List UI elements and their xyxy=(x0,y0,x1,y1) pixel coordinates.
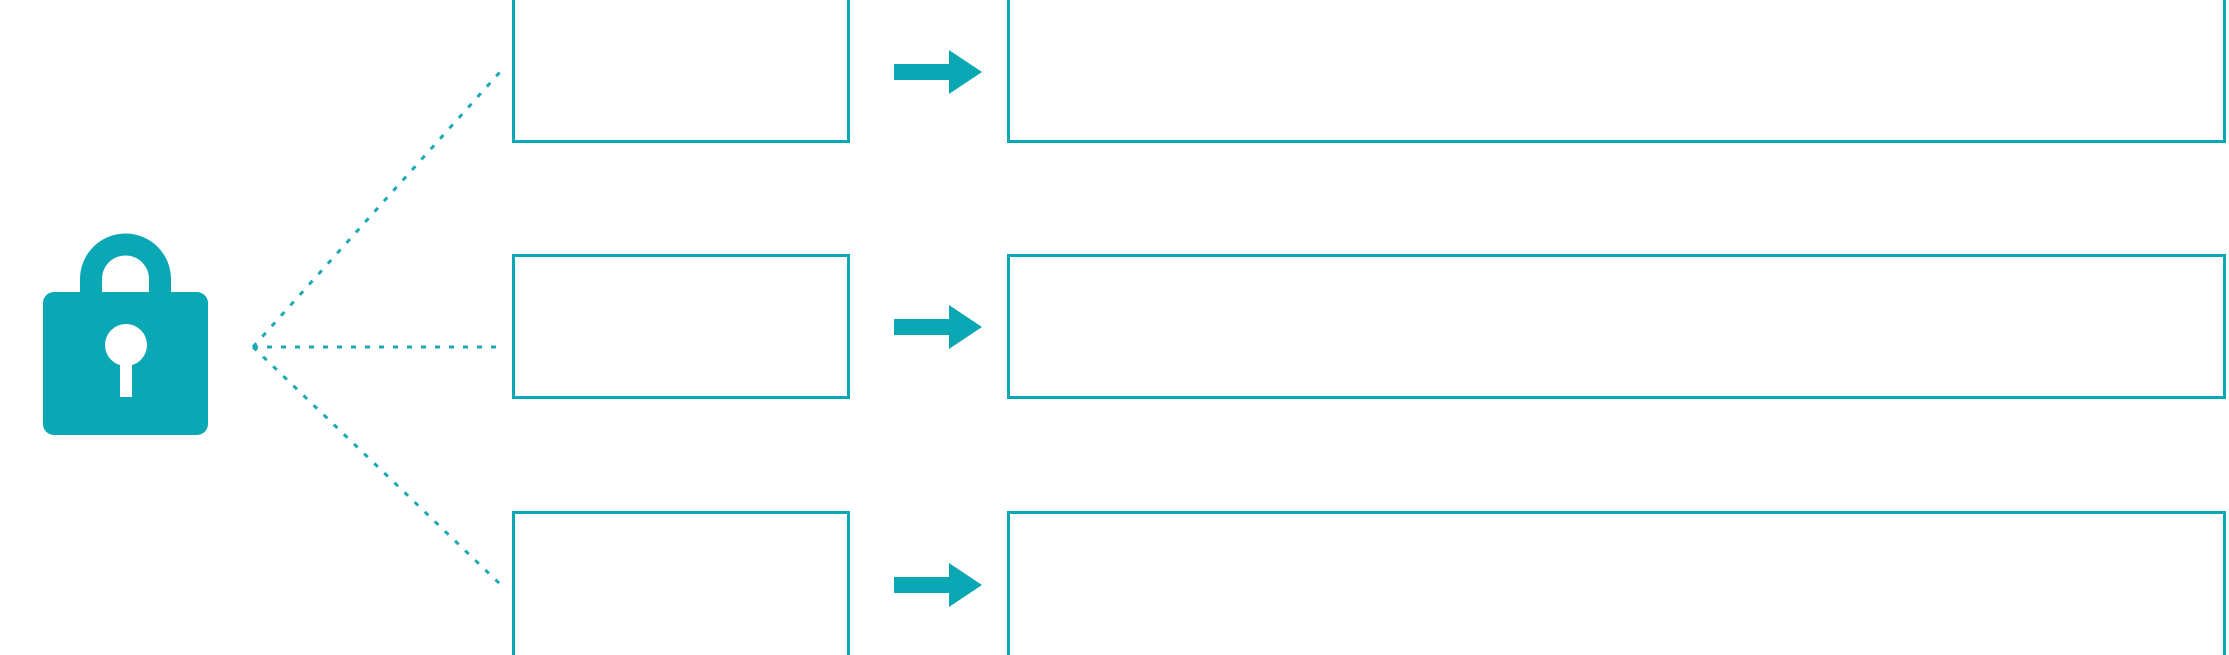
stage-box-2[interactable] xyxy=(512,254,850,399)
detail-box-3-label xyxy=(1010,514,2223,534)
detail-box-1-label xyxy=(1010,0,2223,20)
right-arrow-icon-3 xyxy=(894,563,982,607)
stage-box-3[interactable] xyxy=(512,511,850,655)
diagram-row xyxy=(0,254,2229,399)
diagram-row xyxy=(0,511,2229,655)
detail-box-3[interactable] xyxy=(1007,511,2226,655)
padlock-icon xyxy=(43,217,208,435)
diagram-row xyxy=(0,0,2229,143)
detail-box-2[interactable] xyxy=(1007,254,2226,399)
right-arrow-icon-1 xyxy=(894,50,982,94)
stage-box-3-label xyxy=(515,514,847,534)
stage-box-1[interactable] xyxy=(512,0,850,143)
stage-box-2-label xyxy=(515,257,847,277)
stage-box-1-label xyxy=(515,0,847,20)
detail-box-1[interactable] xyxy=(1007,0,2226,143)
detail-box-2-label xyxy=(1010,257,2223,277)
right-arrow-icon-2 xyxy=(894,305,982,349)
